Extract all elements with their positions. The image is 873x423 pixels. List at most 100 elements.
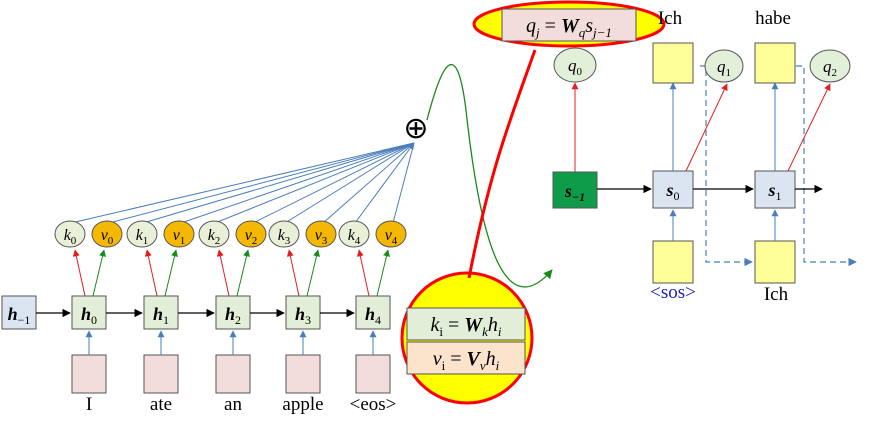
svg-text:h0: h0 — [81, 304, 97, 327]
encoder-step-3: h3 apple k3 v3 — [268, 220, 337, 415]
svg-text:v4: v4 — [385, 227, 398, 247]
key-main: k — [278, 227, 286, 244]
value-main: v — [173, 227, 181, 244]
svg-text:q2: q2 — [823, 57, 837, 79]
hidden-state-main: h — [153, 304, 163, 324]
hidden-state-main: h — [295, 304, 305, 324]
encoder-step-1: h1 ate k1 v1 — [126, 220, 195, 415]
query-main: q — [823, 57, 832, 76]
value-sub: 0 — [108, 235, 114, 247]
key-sub: 4 — [355, 235, 361, 247]
svg-text:k2: k2 — [208, 227, 221, 247]
hidden-state-sub: 2 — [235, 313, 241, 327]
value-sub: 1 — [180, 235, 186, 247]
hidden-state-sub: 0 — [91, 313, 97, 327]
svg-text:h4: h4 — [365, 304, 381, 327]
hidden-state-sub: 4 — [375, 313, 381, 327]
svg-text:v1: v1 — [173, 227, 186, 247]
query-equation: qj = Wqsj−1 — [526, 15, 612, 40]
attention-lines — [70, 142, 415, 224]
key-main: k — [208, 227, 216, 244]
value-sub: 2 — [252, 235, 258, 247]
query-main: q — [717, 57, 726, 76]
context-curve — [426, 63, 553, 288]
decoder-state-sub: 0 — [674, 189, 680, 203]
svg-text:v2: v2 — [245, 227, 258, 247]
encoder: ⊕ h−1 h0 I k0 v0 h1 — [1, 63, 553, 415]
svg-text:h1: h1 — [153, 304, 169, 327]
decoder-state-main: s — [767, 180, 775, 200]
decoder-input-word: <sos> — [650, 282, 696, 303]
svg-text:s0: s0 — [665, 180, 679, 203]
svg-text:h2: h2 — [225, 304, 241, 327]
query-sub: 2 — [832, 67, 838, 79]
combine-symbol: ⊕ — [403, 111, 428, 146]
hidden-state-sub: 3 — [305, 313, 311, 327]
equation-connector — [467, 49, 537, 279]
svg-text:q0: q0 — [568, 56, 583, 78]
key-equation-box — [406, 307, 526, 341]
value-main: v — [315, 227, 323, 244]
encoder-step-4: h4 <eos> k4 v4 — [338, 220, 407, 415]
svg-text:s−1: s−1 — [564, 181, 585, 204]
initial-state-main: h — [8, 304, 18, 324]
feedback-dashed-lines — [700, 65, 857, 267]
key-main: k — [136, 227, 144, 244]
key-sub: 3 — [285, 235, 291, 247]
decoder-initial-sub: −1 — [572, 190, 585, 204]
decoder-input-word: Ich — [764, 284, 789, 305]
decoder-initial-main: s — [564, 181, 572, 201]
svg-text:v0: v0 — [101, 227, 114, 247]
input-word: <eos> — [350, 394, 397, 415]
query-main: q — [568, 56, 577, 75]
decoder: s−1 q0 s0 <sos> Ich q1 s1 Ich — [552, 8, 857, 305]
value-main: v — [245, 227, 253, 244]
svg-text:h−1: h−1 — [8, 304, 31, 327]
value-equation: vi = Vvhi — [433, 348, 500, 373]
initial-state-sub: −1 — [18, 313, 31, 327]
decoder-state-sub: 1 — [776, 189, 782, 203]
svg-text:k3: k3 — [278, 227, 291, 247]
query-sub: 1 — [726, 67, 732, 79]
svg-text:k0: k0 — [64, 227, 77, 247]
hidden-state-main: h — [225, 304, 235, 324]
input-word: I — [86, 394, 92, 415]
decoder-output-word: Ich — [658, 8, 683, 29]
value-sub: 3 — [322, 235, 328, 247]
svg-text:k1: k1 — [136, 227, 149, 247]
input-word: ate — [150, 394, 172, 415]
value-equation-box — [406, 341, 526, 375]
query-equation-box — [501, 8, 637, 42]
svg-text:s1: s1 — [767, 180, 781, 203]
key-main: k — [64, 227, 72, 244]
key-sub: 2 — [215, 235, 221, 247]
hidden-state-main: h — [81, 304, 91, 324]
svg-text:h3: h3 — [295, 304, 311, 327]
svg-text:v3: v3 — [315, 227, 328, 247]
svg-text:q1: q1 — [717, 57, 731, 79]
value-main: v — [101, 227, 109, 244]
encoder-step-0: h0 I k0 v0 — [54, 220, 123, 415]
input-word: an — [224, 394, 242, 415]
hidden-state-main: h — [365, 304, 375, 324]
decoder-output-word: habe — [755, 8, 791, 29]
decoder-state-main: s — [665, 180, 673, 200]
key-sub: 1 — [143, 235, 149, 247]
key-sub: 0 — [71, 235, 77, 247]
query-equation-bubble: qj = Wqsj−1 — [472, 0, 666, 48]
value-sub: 4 — [392, 235, 398, 247]
encoder-initial-state: h−1 — [1, 295, 37, 330]
decoder-step-1: s1 Ich habe q2 — [754, 8, 851, 305]
svg-text:k4: k4 — [348, 227, 361, 247]
key-equation: ki = Wkhi — [431, 314, 502, 339]
encoder-step-2: h2 an k2 v2 — [198, 220, 267, 415]
key-value-equation-bubble: ki = Wkhi vi = Vvhi — [400, 271, 534, 405]
input-word: apple — [282, 394, 323, 415]
decoder-initial-state: s−1 q0 — [552, 47, 598, 209]
query-sub: 0 — [577, 66, 583, 78]
decoder-step-0: s0 <sos> Ich q1 — [650, 8, 744, 303]
key-main: k — [348, 227, 356, 244]
value-main: v — [385, 227, 393, 244]
hidden-state-sub: 1 — [163, 313, 169, 327]
